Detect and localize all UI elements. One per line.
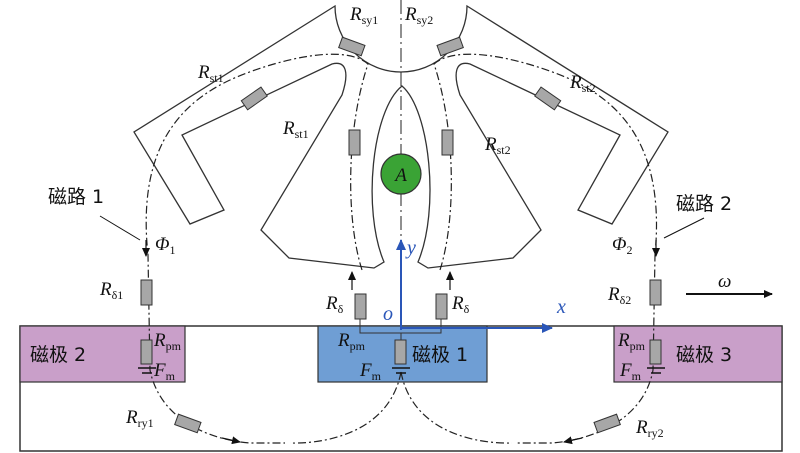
mmf-source-right	[647, 367, 665, 374]
label-r-st1-inner: Rst1	[282, 118, 309, 141]
label-r-pm-center: Rpm	[337, 330, 366, 353]
resistor-r-st1-inner	[348, 129, 361, 156]
label-f-m-right: Fm	[619, 360, 642, 383]
label-r-pm-left: Rpm	[153, 330, 182, 353]
flux-arrow-bottom-left	[221, 436, 241, 445]
label-pole-3: 磁极 3	[676, 344, 732, 366]
label-f-m-left: Fm	[153, 360, 176, 383]
mmf-source-left	[138, 367, 156, 374]
resistor-r-st2-outer	[534, 86, 562, 111]
label-r-st2-outer: Rst2	[569, 72, 596, 95]
point-a-label: A	[393, 165, 407, 186]
resistor-r-pm-center	[394, 339, 407, 365]
mmf-source-center	[392, 367, 410, 374]
label-r-ry1: Rry1	[125, 407, 154, 430]
label-r-delta-right: Rδ	[451, 293, 470, 316]
resistor-r-st2-inner	[441, 129, 454, 156]
magnet-pole-3	[613, 325, 783, 383]
x-axis-label: x	[556, 296, 566, 318]
flux-path-2-inner	[400, 371, 513, 444]
label-f-m-center: Fm	[359, 360, 382, 383]
flux-path-1-inner	[289, 371, 402, 444]
path-1-pointer	[99, 215, 141, 241]
resistor-r-sy1	[338, 36, 366, 57]
resistor-r-delta2	[649, 279, 662, 306]
y-axis-label: y	[405, 237, 416, 259]
label-r-st2-inner: Rst2	[484, 134, 511, 157]
label-path-1: 磁路 1	[48, 186, 104, 208]
resistor-r-delta-left	[354, 293, 367, 320]
label-r-st1-outer: Rst1	[197, 62, 224, 85]
resistor-r-sy2	[436, 36, 464, 57]
label-r-sy1: Rsy1	[349, 4, 378, 27]
label-r-ry2: Rry2	[635, 417, 664, 440]
resistor-r-delta1	[140, 279, 153, 306]
label-r-delta2: Rδ2	[607, 284, 631, 307]
label-phi-1: Φ1	[155, 234, 175, 257]
stator-outline	[133, 4, 669, 269]
resistor-r-delta-right	[435, 293, 448, 320]
resistor-r-st1-outer	[240, 86, 268, 111]
magnet-pole-2	[19, 325, 186, 383]
flux-arrow-bottom-right	[563, 436, 583, 445]
label-r-sy2: Rsy2	[404, 4, 433, 27]
resistor-r-ry2	[593, 413, 621, 434]
resistor-r-pm-left	[140, 339, 153, 365]
label-r-delta-left: Rδ	[325, 293, 344, 316]
label-r-pm-right: Rpm	[617, 330, 646, 353]
label-phi-2: Φ2	[612, 234, 632, 257]
label-pole-2: 磁极 2	[30, 344, 86, 366]
label-pole-1: 磁极 1	[412, 344, 468, 366]
resistor-r-ry1	[174, 413, 202, 434]
point-a-marker	[380, 153, 422, 195]
path-2-pointer	[663, 217, 705, 239]
label-path-2: 磁路 2	[676, 193, 732, 215]
origin-label: o	[383, 303, 393, 325]
resistor-r-pm-right	[649, 339, 662, 365]
rotation-label: ω	[718, 271, 731, 292]
label-r-delta1: Rδ1	[99, 279, 123, 302]
